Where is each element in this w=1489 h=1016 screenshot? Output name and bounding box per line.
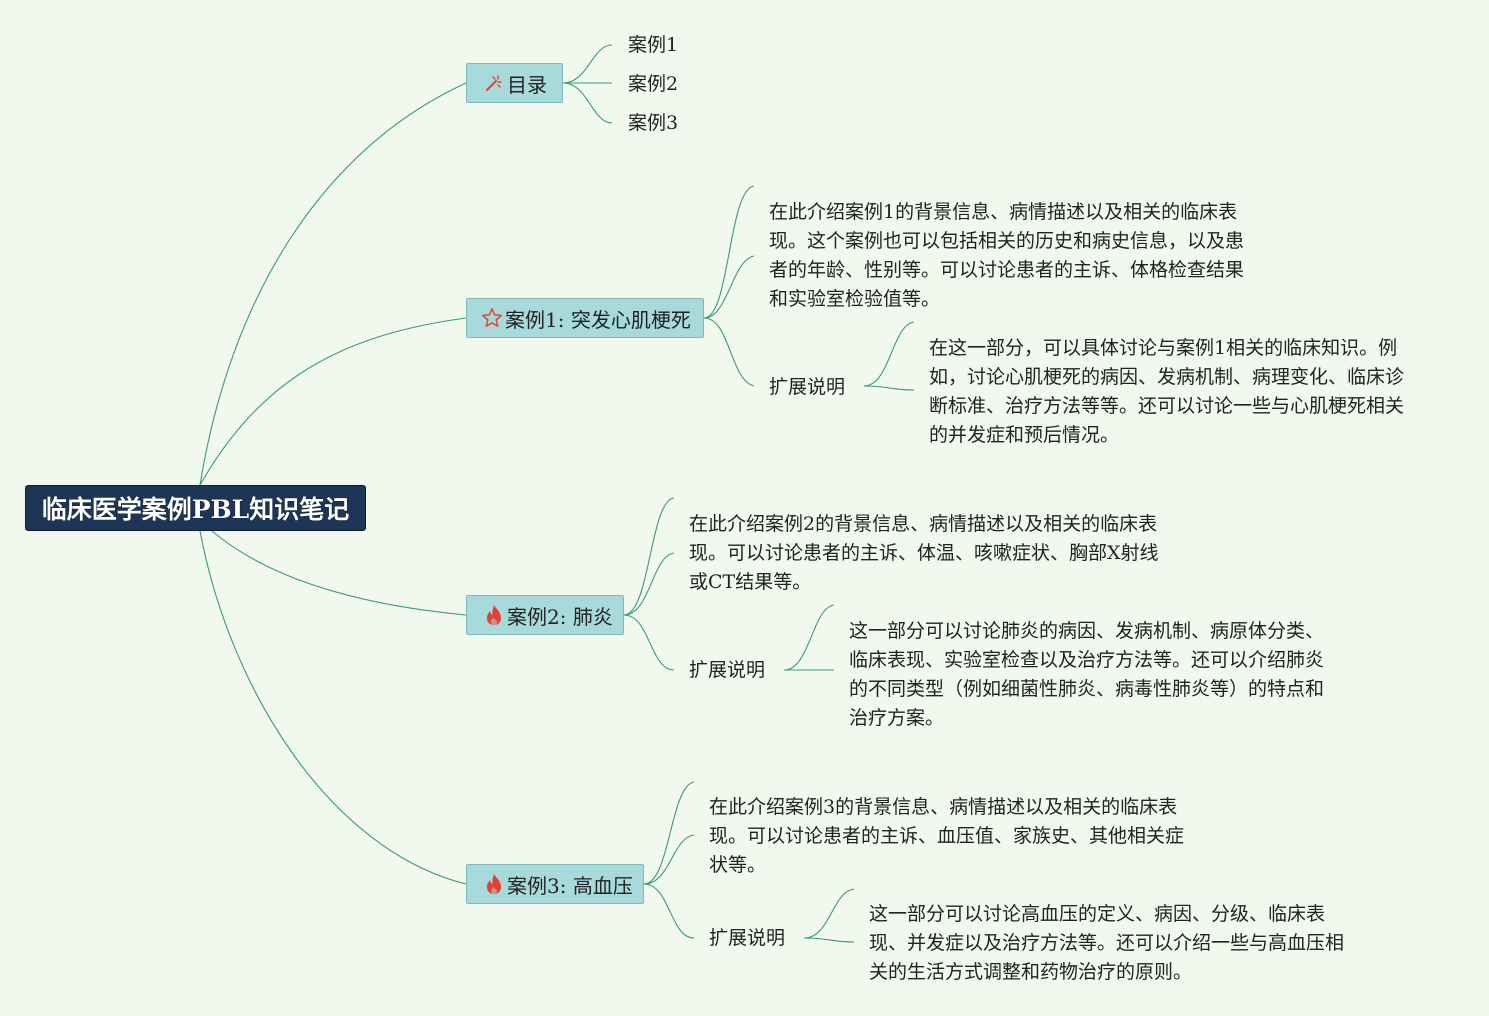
link-case2-ext bbox=[623, 614, 675, 671]
link-case3-intro-tick bbox=[643, 834, 695, 885]
magic-wand-icon bbox=[483, 72, 505, 94]
case1-ext-detail: 在这一部分，可以具体讨论与案例1相关的临床知识。例 如，讨论心肌梗死的病因、发病… bbox=[929, 334, 1404, 450]
text-line: 这一部分可以讨论肺炎的病因、发病机制、病原体分类、 bbox=[849, 620, 1325, 642]
text-line: 在此介绍案例2的背景信息、病情描述以及相关的临床表 bbox=[689, 513, 1158, 535]
case2-topic[interactable]: 案例2: 肺炎 bbox=[466, 595, 624, 635]
text-line: 和实验室检验值等。 bbox=[769, 288, 941, 310]
case1-ext-label[interactable]: 扩展说明 bbox=[769, 376, 846, 398]
link-case3-ext bbox=[643, 883, 695, 939]
fire-icon bbox=[483, 604, 505, 626]
text-line: 断标准、治疗方法等等。还可以讨论一些与心肌梗死相关 bbox=[929, 395, 1405, 417]
link-case2-intro bbox=[623, 497, 675, 616]
link-case3-intro bbox=[643, 781, 695, 885]
link-root-case1 bbox=[199, 317, 467, 486]
link-root-case3 bbox=[199, 530, 467, 885]
root-title: 临床医学案例PBL知识笔记 bbox=[41, 495, 350, 524]
text-line: 在此介绍案例3的背景信息、病情描述以及相关的临床表 bbox=[709, 796, 1178, 818]
toc-topic[interactable]: 目录 bbox=[466, 63, 563, 103]
toc-item-2[interactable]: 案例2 bbox=[628, 73, 679, 95]
text-line: 现、并发症以及治疗方法等。还可以介绍一些与高血压相 bbox=[869, 932, 1345, 954]
text-line: 者的年龄、性别等。可以讨论患者的主诉、体格检查结果 bbox=[769, 259, 1245, 281]
link-case2-ext-detail bbox=[783, 604, 835, 671]
link-case1-ext-detail bbox=[863, 321, 915, 387]
link-root-toc bbox=[199, 82, 467, 486]
text-line: 现。这个案例也可以包括相关的历史和病史信息，以及患 bbox=[769, 230, 1245, 252]
toc-title: 目录 bbox=[507, 72, 547, 97]
link-toc-item3 bbox=[562, 82, 613, 124]
text-line: 的并发症和预后情况。 bbox=[929, 424, 1120, 446]
case3-ext-detail: 这一部分可以讨论高血压的定义、病因、分级、临床表 现、并发症以及治疗方法等。还可… bbox=[869, 900, 1344, 987]
toc-item-1[interactable]: 案例1 bbox=[628, 34, 679, 56]
text-line: 或CT结果等。 bbox=[689, 571, 812, 593]
text-line: 这一部分可以讨论高血压的定义、病因、分级、临床表 bbox=[869, 903, 1326, 925]
text-line: 在此介绍案例1的背景信息、病情描述以及相关的临床表 bbox=[769, 201, 1238, 223]
text-line: 临床表现、实验室检查以及治疗方法等。还可以介绍肺炎 bbox=[849, 649, 1325, 671]
link-root-case2 bbox=[211, 530, 467, 616]
case2-ext-detail: 这一部分可以讨论肺炎的病因、发病机制、病原体分类、 临床表现、实验室检查以及治疗… bbox=[849, 617, 1324, 733]
case3-topic[interactable]: 案例3: 高血压 bbox=[466, 864, 644, 904]
text-line: 关的生活方式调整和药物治疗的原则。 bbox=[869, 961, 1193, 983]
link-toc-item1 bbox=[562, 44, 613, 84]
link-case1-intro bbox=[703, 185, 755, 319]
case1-title: 案例1: 突发心肌梗死 bbox=[505, 307, 691, 332]
case2-intro: 在此介绍案例2的背景信息、病情描述以及相关的临床表 现。可以讨论患者的主诉、体温… bbox=[689, 510, 1159, 597]
root-topic[interactable]: 临床医学案例PBL知识笔记 bbox=[25, 485, 366, 531]
text-line: 在这一部分，可以具体讨论与案例1相关的临床知识。例 bbox=[929, 337, 1398, 359]
case3-title: 案例3: 高血压 bbox=[507, 873, 633, 898]
case3-intro: 在此介绍案例3的背景信息、病情描述以及相关的临床表 现。可以讨论患者的主诉、血压… bbox=[709, 793, 1184, 880]
text-line: 状等。 bbox=[709, 854, 767, 876]
link-case3-ext-detail bbox=[803, 888, 855, 939]
link-case1-ext bbox=[703, 317, 755, 387]
text-line: 治疗方案。 bbox=[849, 707, 945, 729]
text-line: 如，讨论心肌梗死的病因、发病机制、病理变化、临床诊 bbox=[929, 366, 1405, 388]
fire-icon bbox=[483, 873, 505, 895]
star-outline-icon bbox=[481, 307, 503, 329]
case3-ext-label[interactable]: 扩展说明 bbox=[709, 927, 786, 949]
text-line: 现。可以讨论患者的主诉、血压值、家族史、其他相关症 bbox=[709, 825, 1185, 847]
link-case3-ext-detail-tick bbox=[803, 937, 855, 943]
link-case1-ext-detail-tick bbox=[863, 385, 915, 391]
case1-intro: 在此介绍案例1的背景信息、病情描述以及相关的临床表 现。这个案例也可以包括相关的… bbox=[769, 198, 1244, 314]
case2-ext-label[interactable]: 扩展说明 bbox=[689, 659, 766, 681]
text-line: 的不同类型（例如细菌性肺炎、病毒性肺炎等）的特点和 bbox=[849, 678, 1325, 700]
case1-topic[interactable]: 案例1: 突发心肌梗死 bbox=[466, 298, 704, 338]
text-line: 现。可以讨论患者的主诉、体温、咳嗽症状、胸部X射线 bbox=[689, 542, 1159, 564]
link-case1-intro-tick bbox=[703, 255, 755, 319]
toc-item-3[interactable]: 案例3 bbox=[628, 112, 679, 134]
case2-title: 案例2: 肺炎 bbox=[507, 604, 613, 629]
link-case2-intro-tick bbox=[623, 552, 675, 616]
